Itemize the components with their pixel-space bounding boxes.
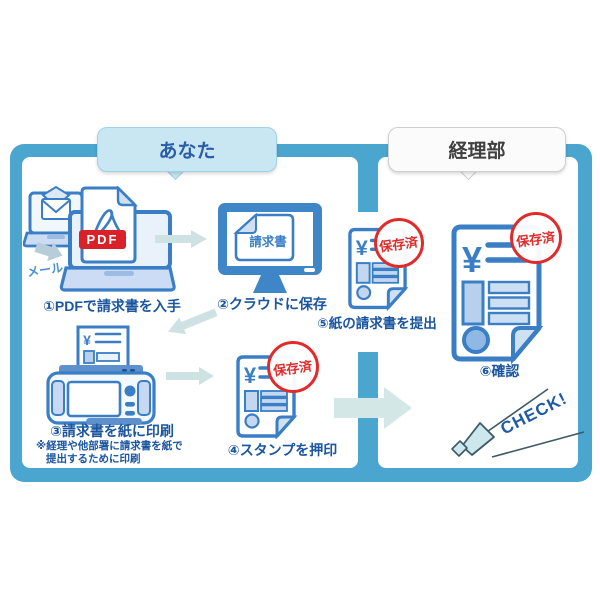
arrow-step1-to-step2 [155, 230, 207, 248]
accounting-label-text: 経理部 [448, 141, 506, 162]
monitor-document-label: 請求書 [249, 234, 287, 249]
step5-caption: ⑤紙の請求書を提出 [317, 316, 437, 331]
step5-saved-stamp: 保存済 [374, 218, 424, 268]
you-label: あなた [97, 127, 277, 172]
pdf-file-icon [80, 186, 138, 264]
arrow-right-icon [155, 230, 207, 248]
step4-saved-stamp: 保存済 [267, 341, 319, 393]
pdf-badge: PDF [79, 230, 126, 249]
step3-caption: ③請求書を紙に印刷 [50, 423, 174, 439]
arrow-right-icon [34, 242, 63, 262]
stamp-text: 保存済 [515, 228, 557, 250]
mail-arrow-icon [30, 237, 65, 267]
step3-note-line1: ※経理や他部署に請求書を紙で [36, 440, 183, 452]
arrow-step3-to-step4 [166, 367, 214, 385]
invoice-yen: ¥ [244, 363, 257, 388]
arrow-diagonal-icon [167, 308, 218, 335]
big-arrow-right-icon [334, 387, 412, 429]
stamp-text: 保存済 [378, 233, 420, 255]
step4-caption: ④スタンプを押印 [227, 442, 338, 458]
step1-caption: ①PDFで請求書を入手 [43, 298, 181, 314]
printer-icon: ¥ [46, 325, 156, 425]
pdf-document-icon [78, 186, 138, 264]
you-label-text: あなた [158, 141, 216, 162]
step6-invoice-icon: ¥ [446, 224, 546, 364]
step3-note-line2: 提出するために印刷 [46, 452, 141, 465]
arrow-step2-to-step3 [165, 304, 220, 340]
step6-saved-stamp: 保存済 [510, 212, 562, 264]
step3-note: ※経理や他部署に請求書を紙で 提出するために印刷 [36, 440, 206, 465]
step2-caption: ②クラウドに保存 [217, 296, 327, 312]
invoice-document-icon: ¥ [451, 224, 544, 364]
arrow-you-to-accounting [334, 384, 412, 432]
accounting-label: 経理部 [388, 127, 566, 172]
pdf-badge-text: PDF [86, 232, 119, 247]
cloud-monitor-icon: 請求書 [216, 201, 324, 295]
printer-icon-group: ¥ [46, 325, 156, 430]
check-megaphone-group [448, 385, 588, 467]
printer-paper-yen: ¥ [83, 332, 91, 348]
arrow-right-icon [166, 367, 214, 385]
invoice-yen: ¥ [462, 239, 482, 280]
step6-caption: ⑥確認 [479, 363, 520, 379]
monitor-icon: 請求書 [218, 203, 322, 293]
stamp-text: 保存済 [272, 357, 314, 379]
megaphone-icon [451, 388, 585, 458]
invoice-yen: ¥ [356, 235, 368, 260]
